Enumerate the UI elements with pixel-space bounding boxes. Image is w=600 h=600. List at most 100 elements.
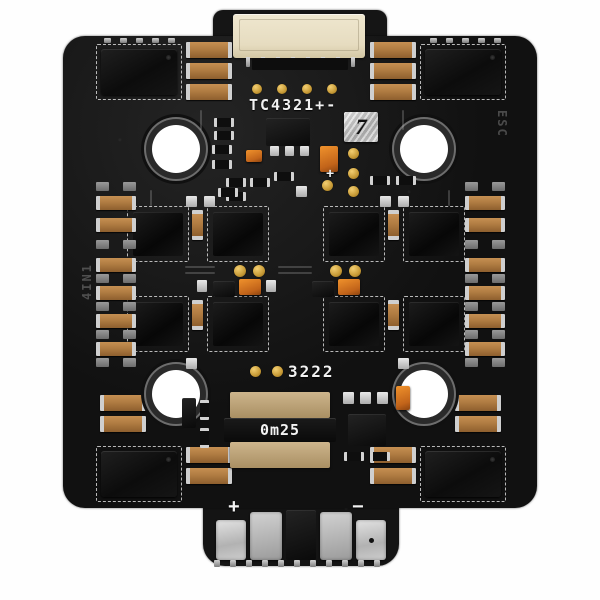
via-pad (252, 84, 262, 94)
solder-pad (96, 302, 109, 311)
capacitor-tan (465, 286, 505, 300)
solder-pad (123, 182, 136, 191)
capacitor-tan (370, 84, 416, 100)
power-tab-center-mask (286, 510, 316, 560)
capacitor-tan (186, 84, 232, 100)
pcb-trace (200, 110, 202, 130)
castellated-pad (430, 38, 437, 43)
via-pad (348, 186, 359, 197)
logo-chip: 7 (344, 112, 378, 142)
smd-resistor (226, 178, 246, 187)
solder-pad (123, 302, 136, 311)
smd-resistor (200, 428, 209, 448)
fpc-ribbon-connector (233, 14, 365, 67)
smd-component (213, 281, 235, 297)
connector-footprint (252, 58, 348, 70)
smd-component (182, 398, 196, 428)
castellated-pad (478, 38, 485, 43)
solder-pad (96, 330, 109, 339)
silkscreen-outline (207, 296, 269, 352)
solder-pad (186, 196, 197, 207)
smd-resistor (214, 131, 234, 140)
castellated-pad (152, 38, 159, 43)
smd-resistor (274, 172, 294, 181)
capacitor-tan-small (192, 300, 203, 330)
capacitor-tan-small (388, 300, 399, 330)
via-pad (322, 180, 333, 191)
capacitor-tan (465, 258, 505, 272)
gate-driver-ic-3 (329, 212, 379, 256)
smd-resistor (344, 452, 364, 461)
via-pad (330, 265, 342, 277)
smd-resistor (370, 176, 390, 185)
capacitor-tan (96, 342, 136, 356)
capacitor-tan-small (388, 210, 399, 240)
mounting-hole-top-right (400, 125, 448, 173)
silkscreen-outline (323, 296, 385, 352)
capacitor-tan (455, 395, 501, 411)
silkscreen-negative-marker: − (352, 496, 364, 518)
power-pad-negative-inner (320, 512, 352, 560)
capacitor-orange-small (246, 150, 262, 162)
silkscreen-outline (96, 44, 182, 100)
solder-pad (343, 392, 354, 404)
solder-pad (266, 280, 276, 292)
solder-pad (186, 358, 197, 369)
gate-driver-ic-6 (213, 302, 263, 346)
capacitor-tan (465, 342, 505, 356)
silkscreen-outline (420, 446, 506, 502)
castellated-pad (310, 560, 316, 567)
via-pad (327, 84, 337, 94)
shunt-resistor-top-tab (230, 392, 330, 418)
capacitor-tan (186, 447, 232, 463)
smd-resistor (214, 118, 234, 127)
solder-pad (465, 240, 478, 249)
capacitor-tan (96, 314, 136, 328)
solder-pad (96, 240, 109, 249)
via-pad (250, 366, 261, 377)
castellated-pad (342, 560, 348, 567)
mosfet-top-right (425, 49, 501, 95)
pcb-trace (402, 110, 404, 130)
castellated-pad (326, 560, 332, 567)
smd-resistor (370, 452, 390, 461)
logo-glyph: 7 (352, 114, 370, 139)
smd-resistor (396, 176, 416, 185)
capacitor-tan (370, 63, 416, 79)
capacitor-orange (320, 146, 338, 172)
capacitor-tan (100, 416, 146, 432)
solder-pad (398, 196, 409, 207)
shunt-resistor-body: 0m25 (224, 418, 336, 442)
pcb-trace (278, 266, 312, 268)
shunt-value-label: 0m25 (259, 421, 301, 439)
regulator-lead (270, 146, 279, 156)
castellated-pad (294, 560, 300, 567)
mounting-hole-top-left (152, 125, 200, 173)
via-pad (302, 84, 312, 94)
castellated-pad (446, 38, 453, 43)
silkscreen-edge-code-right: ESC (495, 110, 509, 138)
castellated-pad (230, 560, 236, 567)
capacitor-tan (455, 416, 501, 432)
mosfet-bottom-left (101, 451, 177, 497)
gate-driver-ic-4 (409, 212, 459, 256)
capacitor-tan (96, 286, 136, 300)
pcb-trace (448, 190, 450, 206)
via-pad (272, 366, 283, 377)
connector-pin (246, 57, 250, 67)
polarity-dot (369, 538, 374, 543)
capacitor-tan (96, 196, 136, 210)
capacitor-tan (465, 196, 505, 210)
castellated-pad (374, 560, 380, 567)
capacitor-orange-small (239, 279, 261, 295)
via-pad (348, 148, 359, 159)
solder-pad (492, 330, 505, 339)
shunt-resistor-bottom-tab (230, 442, 330, 468)
solder-pad (96, 182, 109, 191)
pcb-trace (278, 272, 312, 274)
silkscreen-outline (323, 206, 385, 262)
capacitor-tan (96, 258, 136, 272)
smd-component (312, 281, 334, 297)
solder-pad (492, 274, 505, 283)
